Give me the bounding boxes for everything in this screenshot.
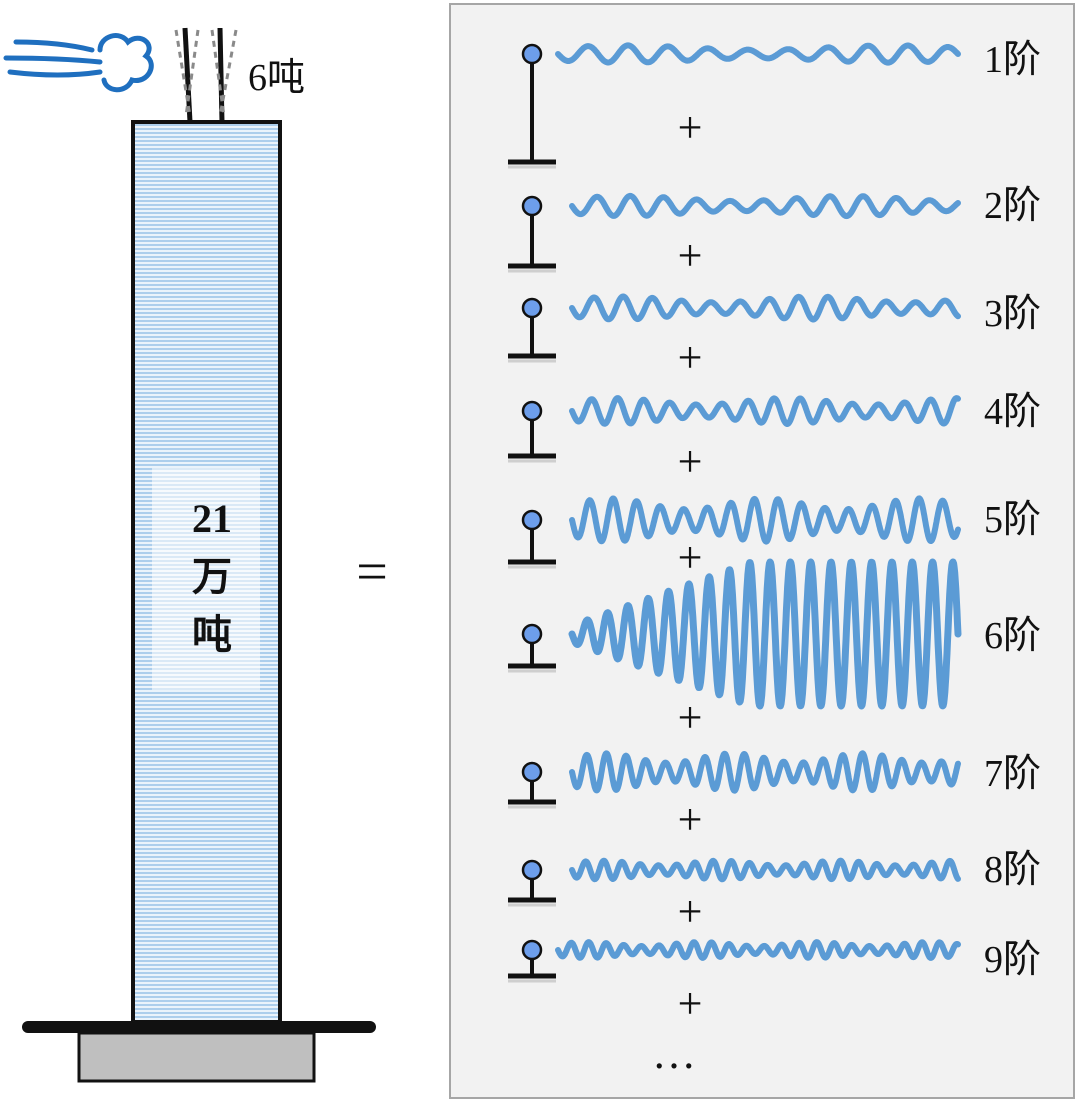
mode-waveform <box>555 939 961 961</box>
mode-row: 9阶 + <box>508 939 1041 1028</box>
modes-panel <box>449 3 1075 1099</box>
mode-row: 3阶 + <box>508 293 1041 382</box>
mode-label: 2阶 <box>984 185 1041 227</box>
oscillator-mass-icon <box>521 297 543 319</box>
mode-row: 5阶 + <box>508 495 1041 582</box>
plus-sign: + <box>678 979 703 1028</box>
oscillator-mass-icon <box>521 939 543 961</box>
oscillator-mass-icon <box>521 859 543 881</box>
oscillator-mass-icon <box>521 623 543 645</box>
modes-list: 1阶 +2阶 +3阶 +4阶 +5阶 +6阶 +7阶 +8阶 +9阶 + <box>508 39 1041 1028</box>
tower-mass-unit-dun: 吨 <box>192 612 232 657</box>
mode-label: 3阶 <box>984 293 1041 335</box>
mode-row: 2阶 + <box>508 185 1041 280</box>
oscillator-mass-icon <box>521 509 543 531</box>
mode-waveform <box>569 857 961 883</box>
top-mass-label: 6吨 <box>248 57 305 99</box>
foundation <box>77 1031 316 1083</box>
oscillator-mass-icon <box>521 43 543 65</box>
plus-sign: + <box>678 795 703 844</box>
mode-waveform <box>569 192 961 220</box>
mode-row: 6阶 + <box>508 558 1041 742</box>
mode-row: 4阶 + <box>508 391 1041 486</box>
tower-mass-value: 21 <box>192 496 232 541</box>
oscillator-mass-icon <box>521 195 543 217</box>
oscillator-mass-icon <box>521 400 543 422</box>
mode-waveform <box>569 750 961 794</box>
mode-label: 6阶 <box>984 615 1041 657</box>
mode-waveform <box>568 558 962 710</box>
equals-sign: = <box>356 541 388 603</box>
mode-row: 7阶 + <box>508 750 1041 844</box>
mode-label: 5阶 <box>984 499 1041 541</box>
plus-sign: + <box>678 103 703 152</box>
mode-row: 8阶 + <box>508 849 1041 936</box>
ellipsis: … <box>652 1029 714 1078</box>
mode-waveform <box>569 395 961 427</box>
plus-sign: + <box>678 533 703 582</box>
mast <box>174 27 238 123</box>
mass-label-backdrop <box>152 468 260 690</box>
mode-label: 7阶 <box>984 753 1041 795</box>
plus-sign: + <box>678 231 703 280</box>
mode-waveform <box>569 293 961 323</box>
mode-waveform <box>555 42 961 66</box>
plus-sign: + <box>678 333 703 382</box>
plus-sign: + <box>678 693 703 742</box>
mode-label: 8阶 <box>984 849 1041 891</box>
plus-sign: + <box>678 887 703 936</box>
mode-label: 9阶 <box>984 939 1041 981</box>
plus-sign: + <box>678 437 703 486</box>
mode-label: 1阶 <box>984 39 1041 81</box>
oscillator-mass-icon <box>521 761 543 783</box>
mode-row: 1阶 + <box>508 39 1041 169</box>
wind-gust-icon <box>3 33 154 93</box>
tower-mass-unit-wan: 万 <box>192 554 232 599</box>
mode-waveform <box>569 495 961 545</box>
mode-label: 4阶 <box>984 391 1041 433</box>
